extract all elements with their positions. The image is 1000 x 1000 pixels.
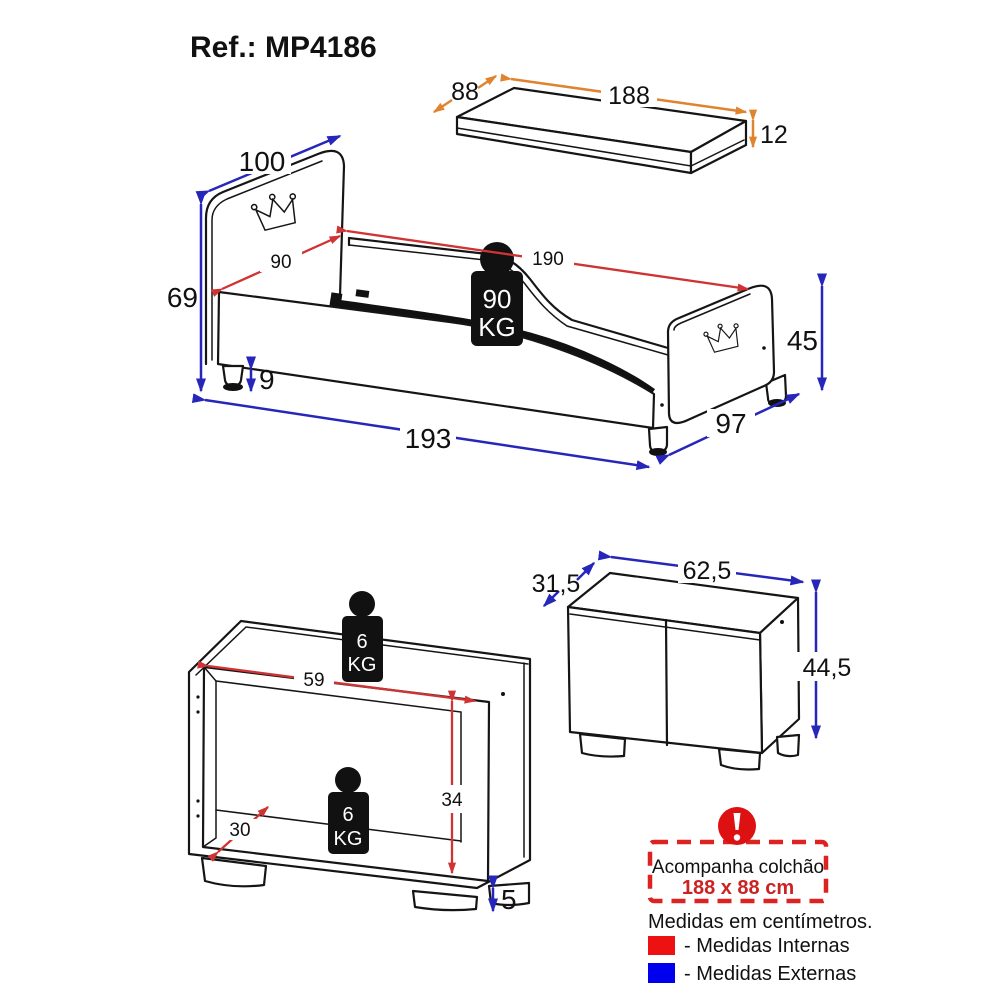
dim-label: 59 [303,670,324,691]
cabinet-leg-back-right [775,733,801,758]
dim-label: 188 [608,82,650,110]
dim-label: 97 [715,408,746,439]
screw-dot [196,695,200,699]
dim-label: 44,5 [803,654,852,682]
dim-cabinet-internal-depth: 30 [207,806,270,862]
dim-label: 34 [441,790,463,811]
cabinet-front-face [566,605,764,755]
screw-dot [762,346,766,350]
dim-label: 31,5 [532,570,581,598]
legend: Acompanha colchão 188 x 88 cm Medidas em… [647,807,873,985]
dim-bed-footboard-height: 45 [787,273,827,392]
legend-external-label: - Medidas Externas [684,963,856,985]
weight-90kg-icon: 90 KG [471,242,523,346]
dim-cabinet-depth: 31,5 [532,561,596,608]
dim-bed-internal-length: 190 [336,225,750,292]
legend-internal-swatch [648,936,675,955]
weight-unit: KG [334,828,363,850]
dim-label: 100 [239,146,286,177]
dim-label: 88 [451,78,479,106]
cabinet-leg-front-left [200,856,268,888]
mattress-note-box [647,839,829,904]
weight-6kg-top-icon: 6 KG [342,591,383,682]
bed-foot-middle [647,425,669,456]
dim-label: 190 [532,249,564,270]
units-note: Medidas em centímetros. [648,911,873,933]
cabinet-leg-front-right [411,889,479,912]
mattress-diagram: 88 188 12 [432,73,788,175]
mattress-note-text: Acompanha colchão [652,857,824,878]
weight-unit: KG [348,654,377,676]
exclamation-icon [718,807,756,845]
dim-label: 5 [501,884,517,915]
dim-label: 90 [270,252,291,273]
dim-bed-length: 193 [191,393,651,471]
dim-bed-internal-width: 90 [210,234,342,297]
open-cabinet-diagram: 6 KG 6 KG 59 34 30 5 [187,591,532,915]
dim-label: 193 [405,423,452,454]
weight-6kg-shelf-icon: 6 KG [328,767,369,854]
bed-foot-left [221,364,245,391]
cabinet-top-thickness [195,626,529,676]
dim-label: 9 [259,364,275,395]
dim-label: 12 [760,121,788,149]
crown-icon [703,323,739,353]
dim-cabinet-internal-height: 34 [434,690,470,875]
cabinet-leg-front-left [578,732,627,758]
dim-mattress-length: 188 [500,73,748,115]
dim-mattress-width: 88 [432,74,498,114]
dim-bed-height: 69 [167,191,206,393]
closed-cabinet-diagram: 31,5 62,5 44,5 [532,550,857,771]
dim-bed-depth: 97 [655,392,801,465]
screw-dot [196,710,200,714]
weight-value: 6 [342,804,353,826]
dim-mattress-thickness: 12 [748,109,788,149]
mattress-seam-line [456,127,745,167]
screw-dot [196,814,200,818]
weight-unit: KG [478,312,516,342]
screw-dot [780,620,784,624]
dim-label: 30 [229,820,250,841]
reference-title: Ref.: MP4186 [190,31,377,64]
cabinet-leg-front-right [717,747,762,771]
weight-value: 6 [356,631,367,653]
dim-cabinet-width: 62,5 [597,550,805,586]
dim-cabinet-internal-width: 59 [197,660,477,704]
legend-internal-label: - Medidas Internas [684,935,850,957]
door-split-line [664,618,669,747]
screw-dot [660,403,664,407]
legend-external-swatch [648,963,675,983]
weight-value: 90 [483,284,512,314]
mattress-size-text: 188 x 88 cm [682,877,794,899]
dim-label: 45 [787,325,818,356]
dim-label: 62,5 [683,557,732,585]
dim-bed-clearance: 9 [246,356,275,395]
dim-cabinet-leg-height: 5 [488,875,517,915]
screw-dot [196,799,200,803]
screw-dot [501,692,505,696]
bed-diagram: 90 KG 100 69 90 190 45 9 [167,134,827,471]
dim-label: 69 [167,282,198,313]
dim-cabinet-height: 44,5 [797,579,857,740]
dim-bed-headboard-width: 100 [195,134,342,201]
footboard-thickness-line [673,293,751,331]
